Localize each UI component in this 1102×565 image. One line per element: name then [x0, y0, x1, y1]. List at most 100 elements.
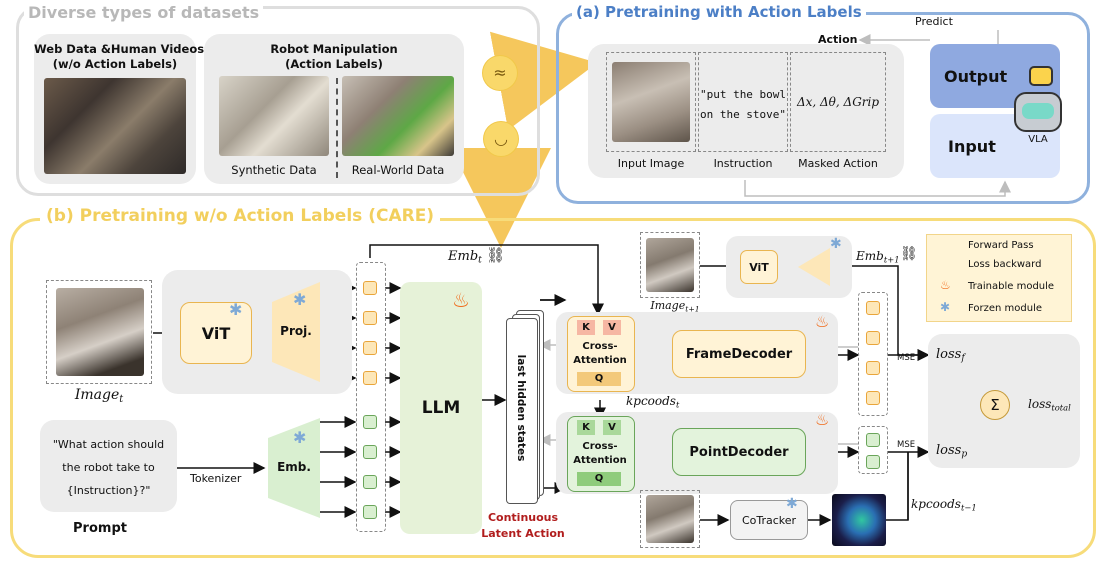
instruction-frame — [698, 52, 788, 152]
point-token — [866, 433, 880, 447]
loss-total-label: losstotal — [1028, 397, 1071, 413]
text-token — [363, 475, 377, 489]
visual-token — [363, 281, 377, 295]
snowflake-icon: ✱ — [293, 290, 307, 309]
predict-label: Predict — [915, 15, 953, 28]
frame-token — [866, 361, 880, 375]
v-token: V — [603, 320, 621, 335]
real-world-label: Real-World Data — [351, 163, 445, 177]
loss-f-label: lossf — [936, 347, 965, 364]
instruction-text-2: on the stove" — [699, 108, 787, 121]
frame-token — [866, 301, 880, 315]
image-t1-label: Imaget+1 — [650, 299, 700, 314]
text-token — [363, 505, 377, 519]
fire-icon: ♨ — [940, 278, 951, 292]
visual-token — [363, 341, 377, 355]
datasets-panel — [16, 6, 540, 196]
fire-icon: ♨ — [452, 288, 470, 312]
tokenizer-label: Tokenizer — [190, 472, 242, 485]
image-t — [56, 288, 144, 376]
broken-link-icon: ⛓ — [486, 246, 506, 264]
action-label: Action — [818, 33, 858, 46]
frame-token — [866, 391, 880, 405]
visual-token — [363, 311, 377, 325]
image-t1-frame — [640, 232, 700, 298]
image-t-label: Imaget — [74, 387, 124, 405]
instruction-text-1: "put the bowl — [699, 88, 787, 101]
frame-token-column — [858, 292, 888, 416]
frame-decoder-block: FrameDecoder — [672, 330, 806, 378]
input-image-frame — [606, 52, 696, 152]
web-data-image-grid — [44, 78, 186, 174]
hidden-states-block — [506, 318, 538, 504]
fire-icon: ♨ — [815, 312, 830, 331]
legend-loss-backward: Loss backward — [968, 259, 1042, 270]
speech-bubble-icon — [1029, 66, 1053, 86]
confused-face-icon: ≈ — [483, 56, 517, 90]
robot-icon — [1014, 92, 1062, 132]
snowflake-icon: ✱ — [786, 496, 798, 512]
robot-data-title-2: (Action Labels) — [285, 57, 383, 71]
image-bottom-frame — [640, 490, 700, 548]
point-decoder-block: PointDecoder — [672, 428, 806, 476]
cross-attention-label-2: Attention — [573, 355, 627, 366]
snowflake-icon: ✱ — [229, 300, 243, 319]
prompt-text-2: the robot take to — [62, 461, 155, 474]
web-data-title-1: Web Data &Human Videos — [34, 42, 205, 56]
synthetic-image-grid — [219, 76, 329, 156]
cotracker-block: CoTracker — [730, 500, 808, 540]
v-token-point: V — [603, 420, 621, 435]
proj-label: Proj. — [280, 324, 312, 338]
synthetic-label: Synthetic Data — [231, 163, 317, 177]
panel-a-title: (a) Pretraining with Action Labels — [572, 3, 866, 21]
vit-target-block: ViT — [740, 250, 778, 284]
snowflake-icon: ✱ — [830, 236, 842, 252]
k-token-point: K — [577, 420, 595, 435]
kpcoods-t-label: kpcoodst — [626, 394, 680, 410]
prompt-text-3: {Instruction}?" — [66, 484, 151, 497]
q-token-point: Q — [577, 472, 621, 486]
image-bottom — [646, 495, 694, 543]
cross-attention-point-label-1: Cross- — [582, 441, 618, 452]
emb-t1-label: Embt+1 — [856, 249, 900, 265]
image-t1 — [646, 238, 694, 292]
point-token — [866, 455, 880, 469]
text-token — [363, 415, 377, 429]
input-image — [612, 62, 690, 142]
prompt-text-1: "What action should — [52, 438, 165, 451]
legend-trainable: Trainable module — [968, 281, 1055, 292]
mse-label-point: MSE — [897, 440, 916, 450]
emb-t-label: Embt — [448, 249, 482, 266]
panel-b-title: (b) Pretraining w/o Action Labels (CARE) — [40, 206, 441, 226]
masked-action-label: Masked Action — [798, 157, 878, 170]
masked-action-frame — [790, 52, 886, 152]
dataset-divider — [336, 78, 338, 178]
prompt-box — [40, 420, 177, 512]
legend-frozen: Forzen module — [968, 303, 1043, 314]
cross-attention-label-1: Cross- — [582, 341, 618, 352]
datasets-title: Diverse types of datasets — [24, 3, 264, 22]
llm-block: LLM — [400, 282, 482, 534]
frame-token — [866, 331, 880, 345]
panel-b — [10, 218, 1096, 558]
robot-data-title-1: Robot Manipulation — [270, 42, 398, 56]
snowflake-icon: ✱ — [293, 428, 307, 447]
sum-node: Σ — [980, 390, 1010, 420]
emb-label: Emb. — [277, 460, 311, 474]
mse-label-frame: MSE — [897, 353, 916, 363]
point-token-column — [858, 426, 888, 474]
kpcoods-t-minus-label: kpcoodst−1 — [911, 497, 977, 513]
web-data-title-2: (w/o Action Labels) — [52, 57, 178, 71]
vit-block: ViT — [180, 302, 252, 364]
visual-token — [363, 371, 377, 385]
continuous-latent-action-2: Latent Action — [481, 527, 565, 540]
snowflake-icon: ✱ — [940, 300, 951, 314]
instruction-label: Instruction — [713, 157, 773, 170]
real-world-image-grid — [342, 76, 454, 156]
text-token — [363, 445, 377, 459]
input-image-label: Input Image — [617, 157, 685, 170]
k-token: K — [577, 320, 595, 335]
image-t-frame — [46, 280, 152, 384]
legend-forward-pass: Forward Pass — [968, 240, 1034, 251]
tracking-visualization — [832, 494, 886, 546]
